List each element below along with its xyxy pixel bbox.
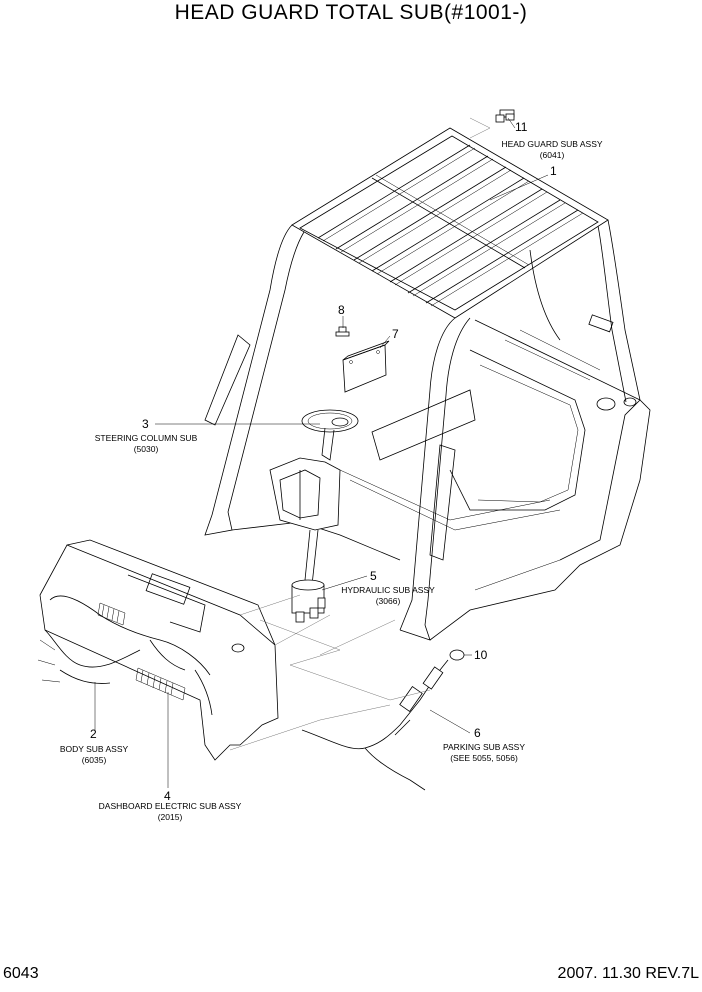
dashboard-panel: [37, 539, 279, 761]
assembly-ghost-lines: [229, 117, 491, 751]
callout-ref: (3066): [376, 596, 401, 606]
callout-number: 2: [90, 727, 97, 741]
callout-3: 3 STEERING COLUMN SUB (5030): [95, 417, 198, 454]
callout-ref: (6035): [82, 755, 107, 765]
callout-11: 11 HEAD GUARD SUB ASSY (6041): [501, 120, 602, 160]
page-title: HEAD GUARD TOTAL SUB(#1001-): [174, 1, 528, 24]
callout-number: 3: [142, 417, 149, 431]
callout-ref: (5030): [134, 444, 159, 454]
callout-number: 7: [392, 327, 399, 341]
callout-4: 4 DASHBOARD ELECTRIC SUB ASSY (2015): [99, 789, 242, 822]
callout-8: 8: [338, 303, 345, 317]
callout-number: 10: [474, 648, 488, 662]
bolt-part-8: [335, 326, 350, 337]
bolt-part-11: [495, 109, 515, 123]
callout-label: HEAD GUARD SUB ASSY: [501, 139, 602, 149]
plate-part-7: [342, 340, 390, 393]
leader-lines: [94, 117, 549, 788]
callout-label: DASHBOARD ELECTRIC SUB ASSY: [99, 801, 242, 811]
callout-7: 7: [392, 327, 399, 341]
parking-cable: [301, 659, 449, 791]
steering-column: [269, 409, 359, 586]
callout-number: 4: [164, 789, 171, 803]
callout-1: 1: [550, 164, 557, 178]
callout-ref: (2015): [158, 812, 183, 822]
callout-number: 1: [550, 164, 557, 178]
head-guard-frame: [204, 127, 641, 641]
callout-label: HYDRAULIC SUB ASSY: [341, 585, 435, 595]
hydraulic-valve: [291, 579, 326, 623]
callout-number: 8: [338, 303, 345, 317]
callout-10: 10: [474, 648, 488, 662]
callout-number: 5: [370, 569, 377, 583]
callout-label: BODY SUB ASSY: [60, 744, 129, 754]
callout-2: 2 BODY SUB ASSY (6035): [60, 727, 129, 765]
callout-ref: (6041): [540, 150, 565, 160]
callout-number: 6: [474, 726, 481, 740]
callout-label: PARKING SUB ASSY: [443, 742, 525, 752]
callout-number: 11: [515, 120, 528, 134]
cap-part-10: [449, 649, 465, 661]
callout-ref: (SEE 5055, 5056): [450, 753, 518, 763]
callout-5: 5 HYDRAULIC SUB ASSY (3066): [341, 569, 435, 606]
callout-6: 6 PARKING SUB ASSY (SEE 5055, 5056): [443, 726, 525, 763]
page-number: 6043: [3, 965, 39, 982]
callout-label: STEERING COLUMN SUB: [95, 433, 198, 443]
revision-date: 2007. 11.30 REV.7L: [557, 965, 699, 982]
